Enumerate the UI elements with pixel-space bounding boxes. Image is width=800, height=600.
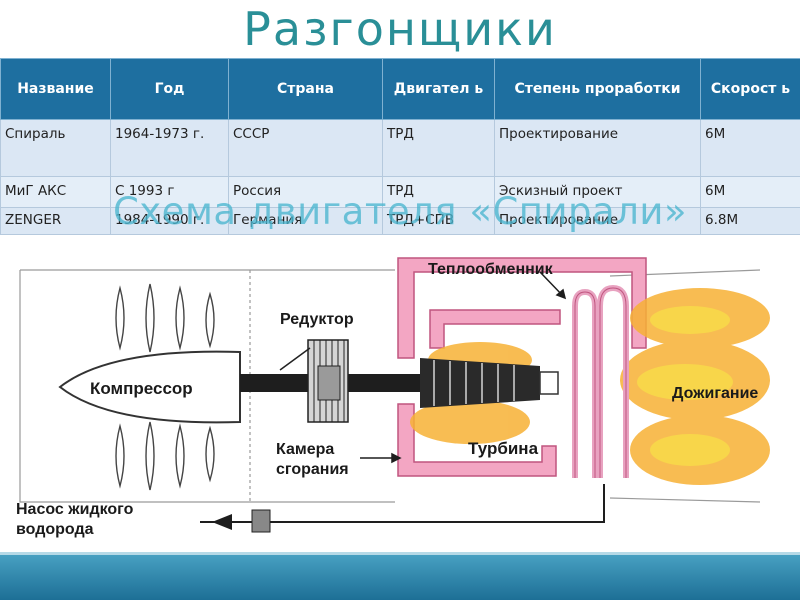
- label-turbine: Турбина: [468, 439, 539, 458]
- cell-engine: ТРД+СПВ: [382, 207, 495, 235]
- label-arrows: [360, 271, 567, 464]
- label-afterburning: Дожигание: [672, 385, 758, 402]
- compressor-blades: [115, 283, 215, 491]
- header-name: Название: [0, 58, 111, 120]
- footer-band: [0, 552, 800, 600]
- cell-speed: 6.8М: [700, 207, 800, 235]
- label-heat-exchanger: Теплообменник: [428, 261, 554, 278]
- cell-stage: Проектирование: [494, 207, 701, 235]
- table-row: Спираль 1964-1973 г. СССР ТРД Проектиров…: [0, 119, 800, 177]
- cell-stage: Проектирование: [494, 119, 701, 177]
- table-row: ZENGER 1984-1990 г. Германия ТРД+СПВ Про…: [0, 207, 800, 235]
- cell-name: МиГ АКС: [0, 176, 111, 208]
- cell-year: 1964-1973 г.: [110, 119, 229, 177]
- label-pump-1: Насос жидкого: [16, 501, 134, 518]
- label-compressor: Компрессор: [90, 379, 193, 398]
- heat-exchanger-coil: [572, 284, 629, 478]
- cell-speed: 6М: [700, 119, 800, 177]
- label-pump-2: водорода: [16, 521, 94, 538]
- cell-name: ZENGER: [0, 207, 111, 235]
- reducer-gearbox: [279, 339, 349, 423]
- diagram-caption-overlay: Схема двигателя «Спирали»: [112, 190, 688, 233]
- engine-diagram: Теплообменник Редуктор Компрессор Дожига…: [16, 257, 770, 538]
- turbine: [420, 358, 559, 408]
- label-combustion-chamber-2: сгорания: [276, 461, 349, 478]
- header-speed: Скорост ь: [700, 58, 800, 120]
- cell-country: Германия: [228, 207, 383, 235]
- cell-year: 1984-1990 г.: [110, 207, 229, 235]
- slide-title: Разгонщики: [243, 2, 557, 56]
- cell-year: С 1993 г: [110, 176, 229, 208]
- cell-name: Спираль: [0, 119, 111, 177]
- header-engine: Двигател ь: [382, 58, 495, 120]
- spaceplane-table: Название Год Страна Двигател ь Степень п…: [0, 58, 800, 235]
- header-country: Страна: [228, 58, 383, 120]
- label-reducer: Редуктор: [280, 311, 354, 328]
- flame-cores: [637, 306, 733, 466]
- header-year: Год: [110, 58, 229, 120]
- table-row: МиГ АКС С 1993 г Россия ТРД Эскизный про…: [0, 176, 800, 208]
- label-combustion-chamber-1: Камера: [276, 441, 334, 458]
- cell-speed: 6М: [700, 176, 800, 208]
- header-stage: Степень проработки: [494, 58, 701, 120]
- pump: [212, 509, 271, 533]
- cell-country: Россия: [228, 176, 383, 208]
- table-header-row: Название Год Страна Двигател ь Степень п…: [0, 58, 800, 120]
- cell-country: СССР: [228, 119, 383, 177]
- cell-engine: ТРД: [382, 119, 495, 177]
